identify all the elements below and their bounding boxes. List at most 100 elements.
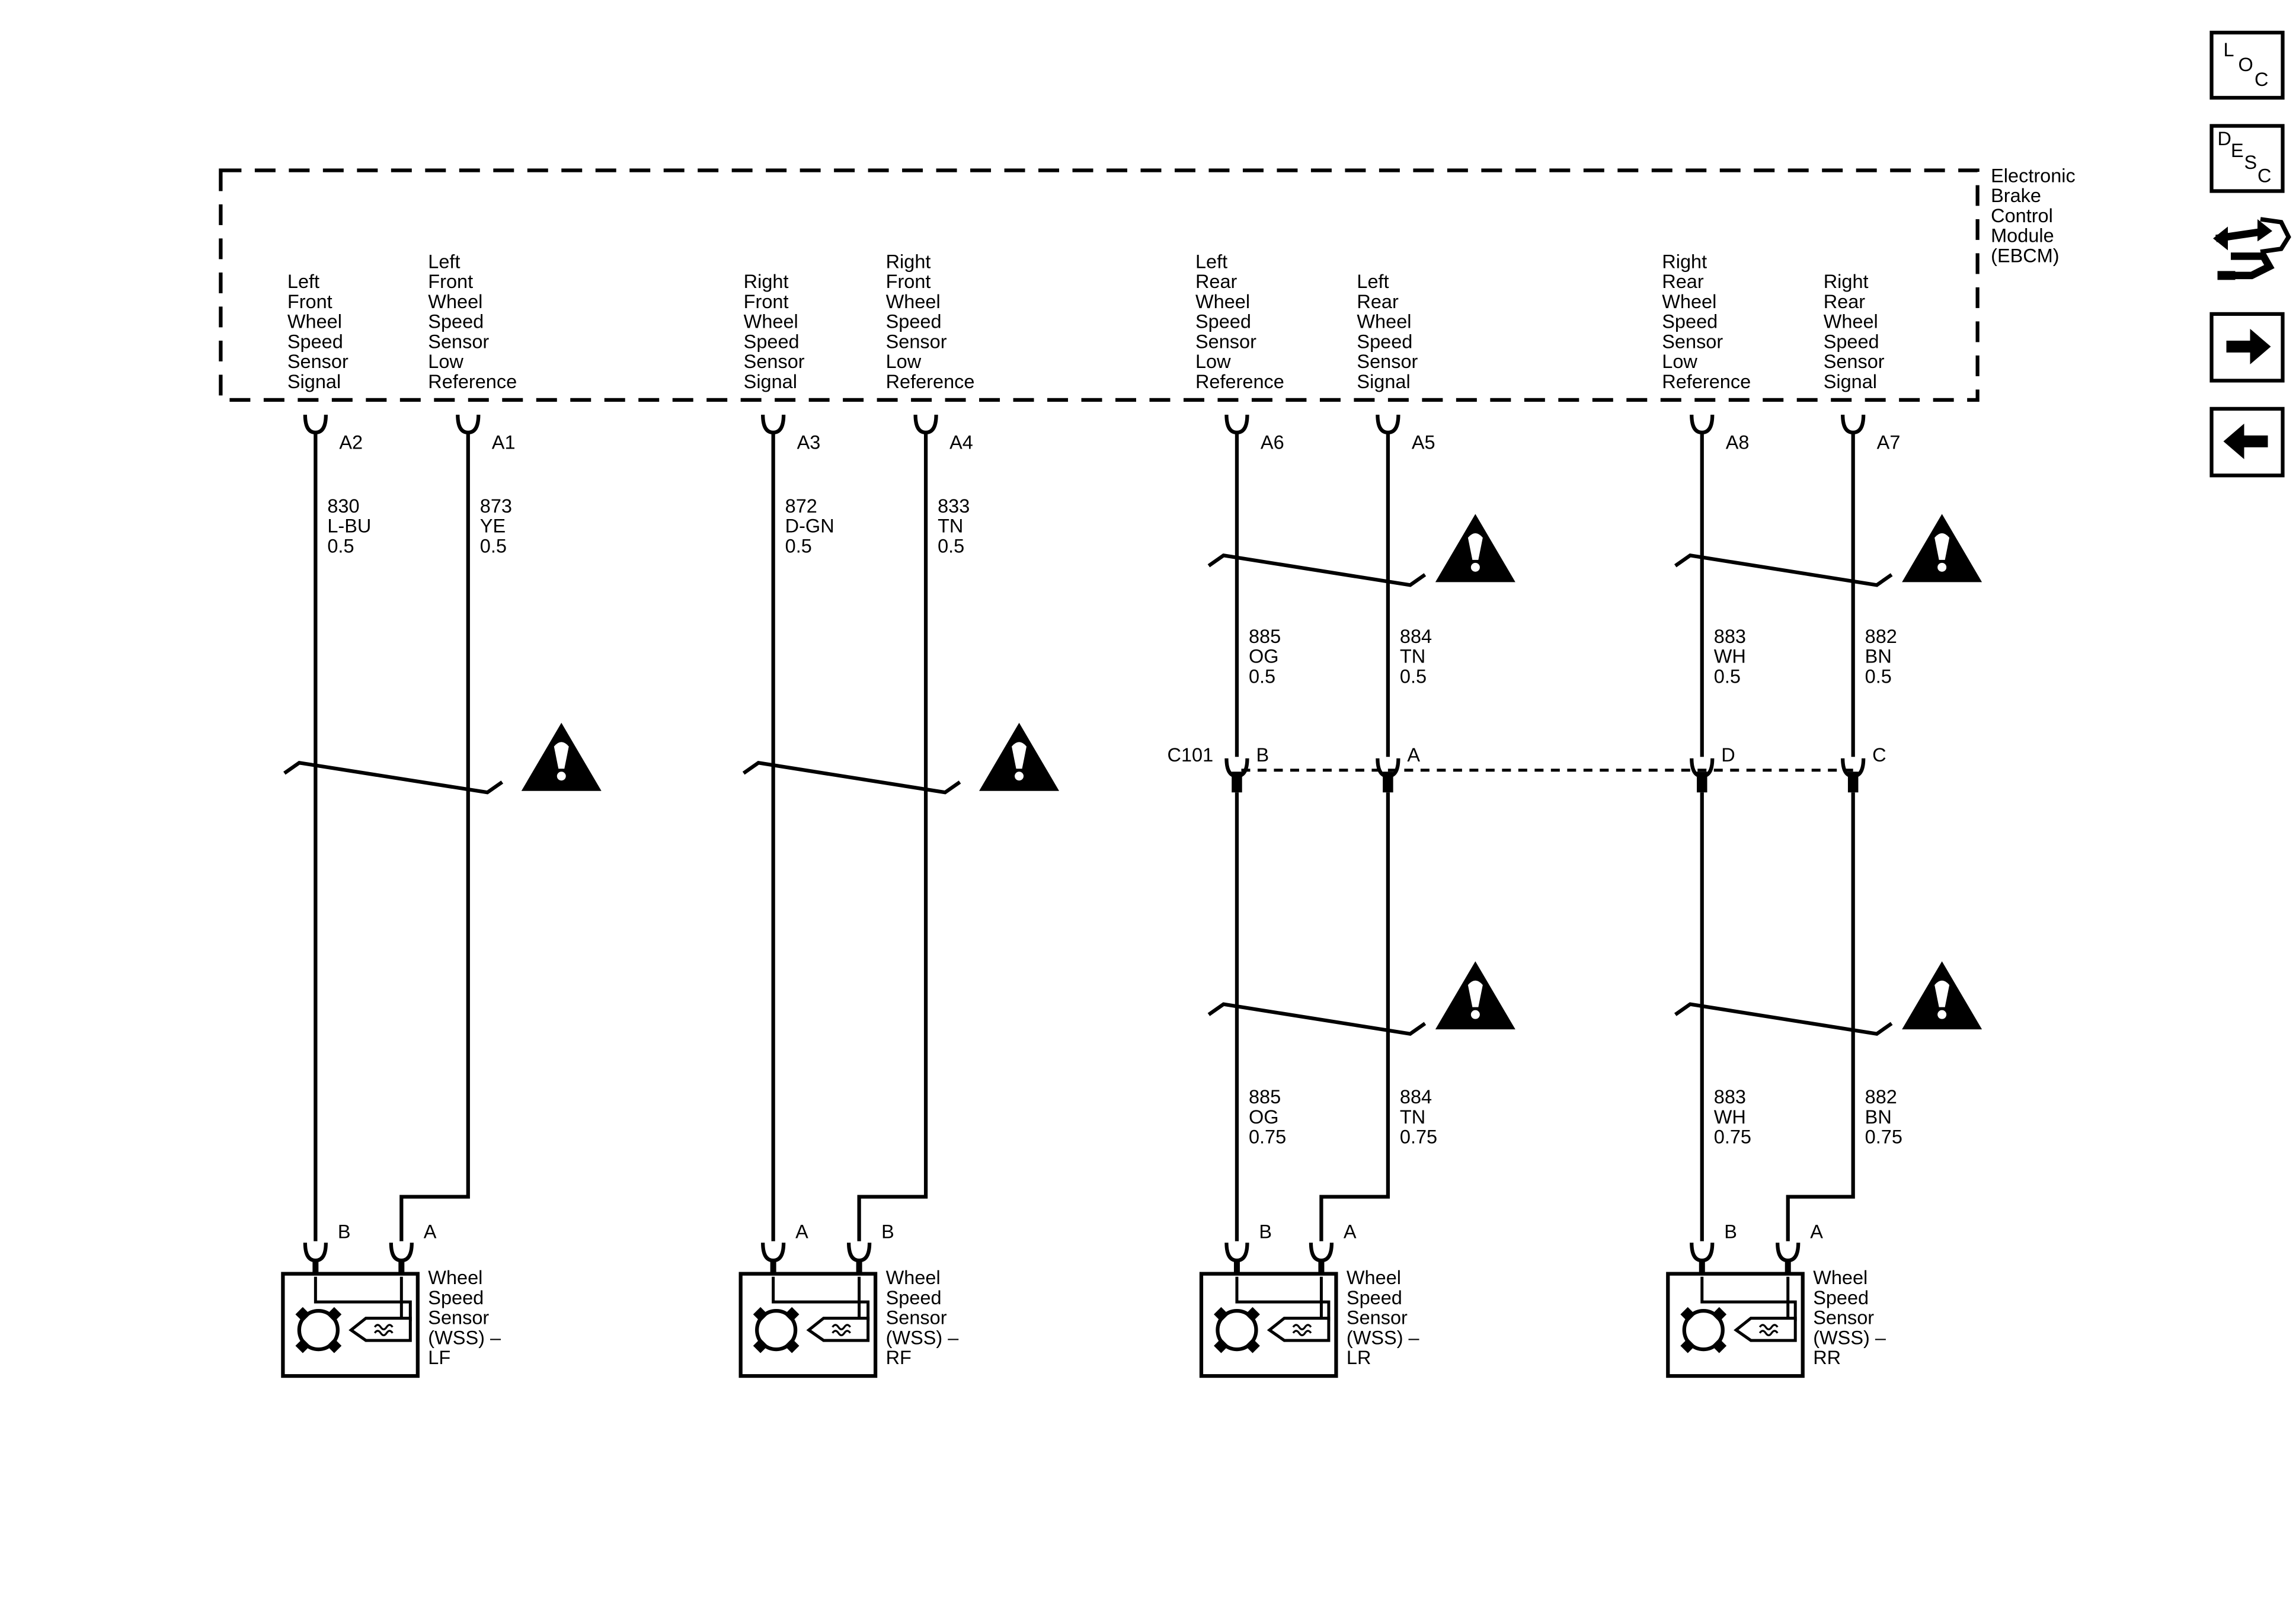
wire-break-mark — [283, 760, 504, 795]
wire-upper-label-line: OG — [1249, 646, 1279, 667]
sensor-name-label-line: Speed — [886, 1287, 942, 1308]
desc-char-4: C — [2257, 165, 2271, 186]
wire-upper-label-line: 883 — [1714, 626, 1746, 647]
sensor-name-label-line: Sensor — [1347, 1307, 1408, 1329]
circuit-function-label-line: Left — [1357, 271, 1389, 292]
sensor-name-label-line: (WSS) – — [1813, 1327, 1886, 1348]
ebcm-pin-label: A8 — [1726, 431, 1750, 453]
circuit-function-label-line: Front — [886, 271, 931, 292]
caution-triangle-icon — [521, 722, 602, 791]
ebcm-pin-jack — [1376, 414, 1400, 434]
connector-harness-icon — [2213, 217, 2291, 280]
wire-lower-label-line: 885 — [1249, 1086, 1281, 1108]
wire-upper-label-line: 0.5 — [1249, 665, 1275, 687]
sensor-pin-label: A — [795, 1221, 808, 1243]
circuit-function-label-line: Wheel — [886, 291, 941, 312]
wire-upper-label-line: 873 — [480, 495, 512, 517]
ebcm-pin-jack — [761, 414, 786, 434]
sensor-pin-label: A — [424, 1221, 437, 1243]
circuit-function-label-line: Speed — [1357, 331, 1412, 352]
prev-page-button[interactable] — [2209, 406, 2285, 478]
arrow-left-icon — [2223, 423, 2268, 459]
ebcm-pin-jack — [1224, 414, 1249, 434]
wire — [857, 432, 928, 1241]
pickup-coil-icon — [1734, 1317, 1797, 1342]
pickup-coil-icon — [806, 1317, 870, 1342]
circuit-function-label-line: Wheel — [1824, 311, 1878, 332]
wire-upper-label-line: 0.5 — [785, 535, 812, 556]
sensor-pin-jack — [1224, 1243, 1249, 1263]
ebcm-pin-label: A5 — [1412, 431, 1435, 453]
circuit-function-label-line: Speed — [886, 311, 942, 332]
circuit-function-label-line: Sensor — [744, 351, 805, 372]
circuit-function-label-line: Sensor — [1824, 351, 1885, 372]
connector-harness-button[interactable] — [2213, 217, 2291, 280]
wire-lower-label-line: 0.75 — [1714, 1126, 1751, 1148]
wire-upper-label-line: 0.5 — [327, 535, 354, 556]
c101-pin-label: C — [1872, 744, 1886, 766]
c101-pin-plug — [1697, 772, 1707, 793]
ebcm-pin-jack — [913, 414, 938, 434]
wire-lower-label-line: WH — [1714, 1106, 1746, 1128]
wire-upper-label-line: 884 — [1400, 626, 1432, 647]
sensor-name-label-line: RF — [886, 1347, 912, 1368]
caution-triangle-icon — [1902, 514, 1982, 582]
desc-char-2: E — [2231, 140, 2244, 161]
circuit-function-label-line: Right — [886, 251, 931, 272]
sensor-name-label-line: LF — [428, 1347, 450, 1368]
circuit-function-label-line: Wheel — [1662, 291, 1716, 312]
circuit-function-label-line: Speed — [287, 331, 343, 352]
sensor-pin-label: A — [1810, 1221, 1823, 1243]
desc-button[interactable]: D E S C — [2209, 124, 2285, 193]
circuit-function-label-line: Rear — [1824, 291, 1866, 312]
circuit-function-label-line: Wheel — [744, 311, 798, 332]
circuit-function-label-line: Wheel — [1357, 311, 1411, 332]
circuit-function-label-line: Sensor — [1662, 331, 1723, 352]
wire-break-mark — [1674, 553, 1893, 587]
circuit-function-label-line: Speed — [1824, 331, 1879, 352]
wire-upper-label-line: 0.5 — [938, 535, 964, 556]
wire-upper-label-line: L-BU — [327, 516, 371, 537]
tone-wheel-icon — [1216, 1308, 1258, 1352]
circuit-function-label-line: Left — [428, 251, 460, 272]
circuit-function-label-line: Low — [1662, 351, 1697, 372]
ebcm-pin-jack — [1841, 414, 1866, 434]
circuit-function-label-line: Front — [287, 291, 332, 312]
caution-triangle-icon — [1902, 961, 1982, 1030]
circuit-function-label-line: Right — [1824, 271, 1869, 292]
ebcm-name-line: Control — [1991, 205, 2053, 226]
loc-button[interactable]: L O C — [2209, 30, 2285, 100]
wire-upper-label-line: WH — [1714, 646, 1746, 667]
arrow-right-icon — [2226, 328, 2271, 364]
sensor-name-label-line: (WSS) – — [886, 1327, 960, 1348]
caution-triangle-icon — [979, 722, 1060, 791]
sensor-pin-label: B — [338, 1221, 351, 1243]
sensor-pin-label: A — [1344, 1221, 1357, 1243]
ebcm-name-line: Brake — [1991, 185, 2041, 206]
ebcm-pin-label: A6 — [1261, 431, 1284, 453]
sensor-pin-jack — [1776, 1243, 1801, 1263]
desc-char-3: S — [2244, 152, 2257, 173]
ebcm-name-line: Electronic — [1991, 165, 2076, 186]
wire-lower-label-line: 0.75 — [1249, 1126, 1286, 1148]
caution-triangle-icon — [1435, 514, 1515, 582]
circuit-function-label-line: Speed — [744, 331, 800, 352]
sensor-name-label-line: LR — [1347, 1347, 1371, 1368]
tone-wheel-icon — [1682, 1308, 1725, 1352]
next-page-button[interactable] — [2209, 312, 2285, 383]
wire-lower-label-line: TN — [1400, 1106, 1425, 1128]
loc-char-1: L — [2224, 39, 2234, 60]
